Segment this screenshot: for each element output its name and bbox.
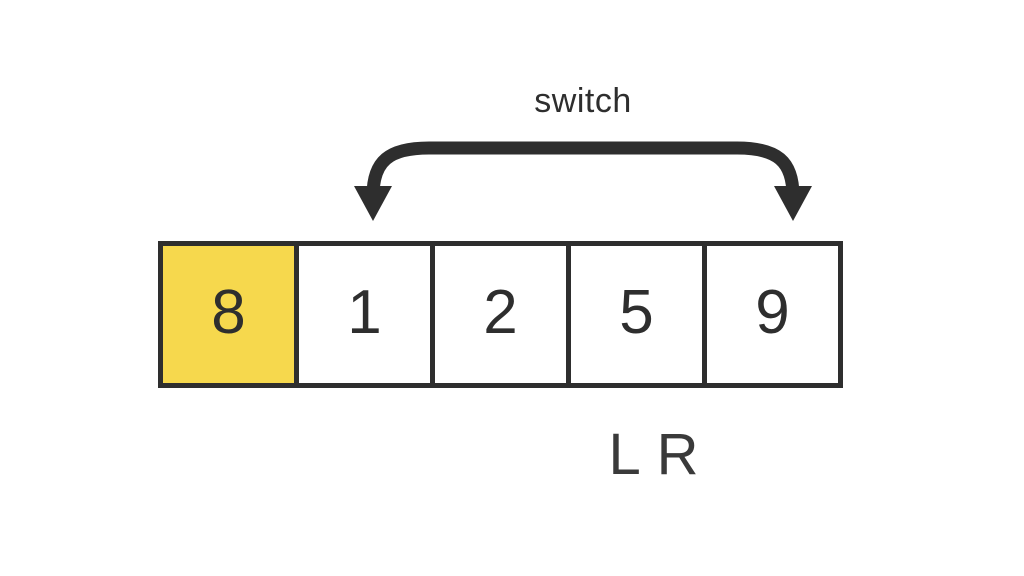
array-cell-0: 8 <box>158 241 299 388</box>
switch-label: switch <box>534 82 632 120</box>
arrowhead-right-icon <box>774 186 812 221</box>
array-cell-4: 9 <box>702 241 843 388</box>
left-right-pointer-label: L R <box>608 422 700 487</box>
cell-value: 2 <box>483 277 518 347</box>
cell-value: 9 <box>755 277 790 347</box>
cell-value: 5 <box>619 277 654 347</box>
array-row: 8 1 2 5 9 <box>158 241 843 388</box>
array-cell-2: 2 <box>430 241 571 388</box>
arrowhead-left-icon <box>354 186 392 221</box>
cell-value: 1 <box>347 277 382 347</box>
array-cell-1: 1 <box>294 241 435 388</box>
cell-value: 8 <box>211 277 246 347</box>
array-cell-3: 5 <box>566 241 707 388</box>
